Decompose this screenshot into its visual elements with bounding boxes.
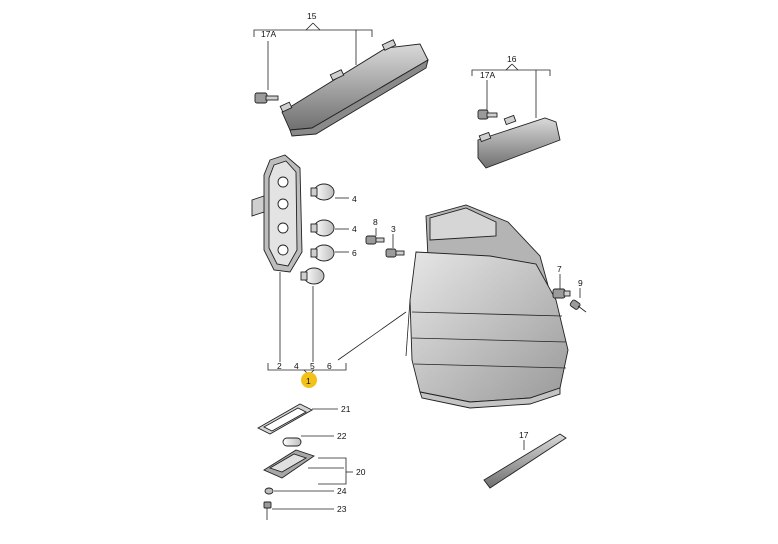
label-1: 1: [306, 376, 311, 386]
label-9: 9: [578, 278, 583, 288]
label-17: 17: [519, 430, 529, 440]
label-6-right: 6: [352, 248, 357, 258]
label-4-bottom: 4: [294, 361, 299, 371]
label-20: 20: [356, 467, 366, 477]
fasteners-7-9: [552, 274, 587, 313]
label-22: 22: [337, 431, 347, 441]
label-15: 15: [307, 11, 317, 21]
callout-marker: [301, 372, 317, 388]
label-16: 16: [507, 54, 517, 64]
label-3: 3: [391, 224, 396, 234]
label-2: 2: [277, 361, 282, 371]
bulbs: [300, 183, 335, 285]
label-6-bottom: 6: [327, 361, 332, 371]
label-4-mid: 4: [352, 224, 357, 234]
label-7: 7: [557, 264, 562, 274]
part-labels: 15 17A 16 17A 4 8 4 3 6 7 9 2 4 5 6 1 21…: [261, 11, 583, 514]
label-8: 8: [373, 217, 378, 227]
label-5: 5: [310, 361, 315, 371]
label-17a-right: 17A: [480, 70, 495, 80]
bulb-holder: [251, 154, 303, 273]
label-24: 24: [337, 486, 347, 496]
label-4-top: 4: [352, 194, 357, 204]
label-17a-left: 17A: [261, 29, 276, 39]
brake-light-15: [253, 22, 429, 137]
label-23: 23: [337, 504, 347, 514]
screw-8-and-3: [365, 228, 405, 258]
label-21: 21: [341, 404, 351, 414]
reflector-strip-17: [483, 433, 567, 489]
number-plate-light: [257, 403, 353, 520]
tail-light-housing: [405, 204, 569, 409]
brake-light-16: [471, 63, 561, 169]
